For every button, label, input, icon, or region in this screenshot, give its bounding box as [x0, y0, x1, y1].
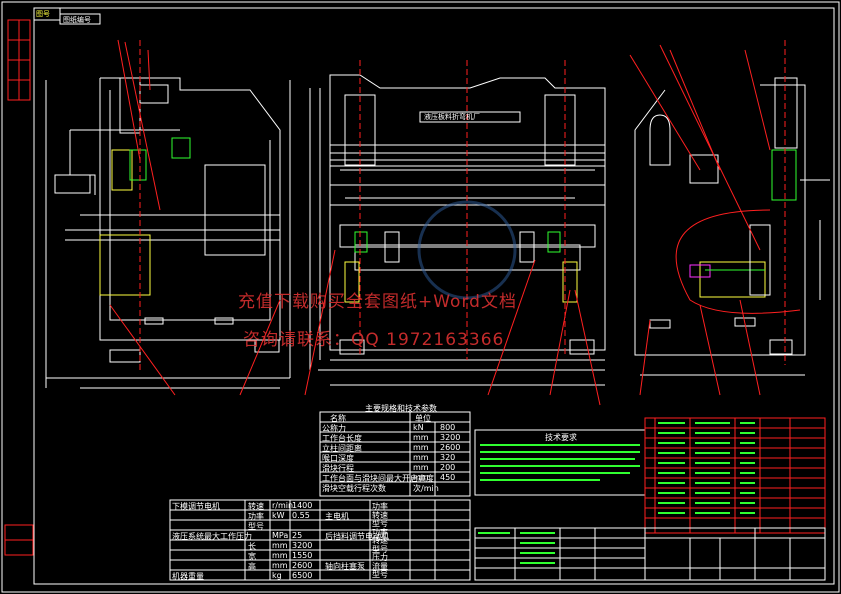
params-row-value: 3200 [440, 433, 461, 442]
motor-row-value: 0.55 [292, 511, 310, 520]
motor-row-value: 3200 [292, 541, 313, 550]
motor-row-field: 转速 [248, 502, 264, 511]
nameplate: 液压板料折弯机厂 [424, 113, 480, 121]
params-table-lines [319, 411, 471, 497]
params-row-value: 450 [440, 473, 456, 482]
motor-group-field: 压力 [372, 553, 388, 562]
motor-row-name: 机器重量 [172, 572, 204, 581]
top-left-label: 图号 [36, 10, 50, 18]
motor-row-name: 下模调节电机 [172, 502, 220, 511]
motor-row-value: 1400 [292, 501, 313, 510]
params-row-name: 滑块行程 [322, 464, 354, 473]
params-row-name: 公称力 [322, 424, 346, 433]
motor-row-unit: kg [272, 571, 282, 580]
params-row-value: 800 [440, 423, 456, 432]
motor-row-field: 高 [248, 562, 256, 571]
motor-group-label: 轴向柱塞泵 [325, 562, 365, 571]
motor-group-field: 功率 [372, 527, 388, 537]
front-view [304, 60, 606, 406]
motor-row-unit: mm [272, 541, 288, 550]
motor-row-value: 1550 [292, 551, 313, 560]
motor-group-field: 转速 [372, 510, 388, 520]
motor-row-field: 型号 [248, 522, 264, 531]
motor-group-label: 后挡料调节电动机 [325, 532, 389, 541]
params-row-value: 200 [440, 463, 456, 472]
motor-group-field: 流量 [372, 561, 388, 571]
motor-row-value: 2600 [292, 561, 313, 570]
top-stamp: 图纸编号 [63, 16, 91, 24]
motor-group-field: 转速 [372, 536, 388, 545]
params-row-value: 2600 [440, 443, 461, 452]
params-row-name: 滑块空载行程次数 [322, 484, 386, 493]
motor-row-field: 宽 [248, 552, 256, 561]
params-row-unit: 次/min [413, 484, 439, 493]
params-row-unit: kN [413, 423, 424, 432]
motor-group-field: 功率 [372, 502, 388, 511]
motor-group-field: 型号 [372, 544, 388, 554]
inner-frame [33, 7, 835, 585]
right-section-view [629, 40, 830, 396]
motor-row-value: 25 [292, 531, 303, 540]
motor-row-field: 长 [248, 542, 256, 551]
params-table-title: 主要规格和技术参数 [365, 404, 437, 413]
motor-row-unit: mm [272, 551, 288, 560]
watermark-line2: 咨询请联系：QQ 1972163366 [243, 330, 505, 350]
params-row-name: 工作台面与滑块间最大开启高度 [322, 474, 434, 483]
tech-req-text-lines [480, 444, 640, 481]
params-row-name: 立柱间距离 [322, 444, 362, 453]
params-row-name: 喉口深度 [322, 454, 354, 463]
params-header-unit: 单位 [415, 414, 431, 423]
params-row-unit: mm [413, 453, 429, 462]
watermark-logo [417, 200, 517, 300]
parts-list-lines [644, 417, 826, 534]
title-block-lines [474, 527, 826, 581]
motor-group-field: 型号 [372, 519, 388, 528]
watermark-line1: 充值下载购买全套图纸+Word文档 [238, 292, 517, 312]
params-row-unit: mm [413, 473, 429, 482]
motor-row-name: 液压系统最大工作压力 [172, 532, 252, 541]
motor-row-value: 6500 [292, 571, 313, 580]
motor-row-field: 功率 [248, 512, 264, 521]
left-side-view [45, 39, 291, 396]
tech-req-title: 技术要求 [545, 433, 577, 442]
params-row-value: 320 [440, 453, 456, 462]
motor-row-unit: mm [272, 561, 288, 570]
motor-row-unit: MPa [272, 531, 289, 540]
motor-group-field: 型号 [372, 570, 388, 579]
parts-list-text [658, 422, 755, 514]
top-stamp-box [59, 13, 101, 25]
motor-row-unit: kW [272, 511, 285, 520]
params-header-name: 名称 [330, 414, 346, 423]
motor-group-label: 主电机 [325, 512, 349, 521]
params-row-name: 工作台长度 [322, 434, 362, 443]
title-block-text [478, 532, 555, 564]
params-row-unit: mm [413, 433, 429, 442]
motor-row-unit: r/min [272, 501, 294, 510]
motor-table-lines [169, 499, 471, 581]
params-row-unit: mm [413, 443, 429, 452]
params-row-unit: mm [413, 463, 429, 472]
